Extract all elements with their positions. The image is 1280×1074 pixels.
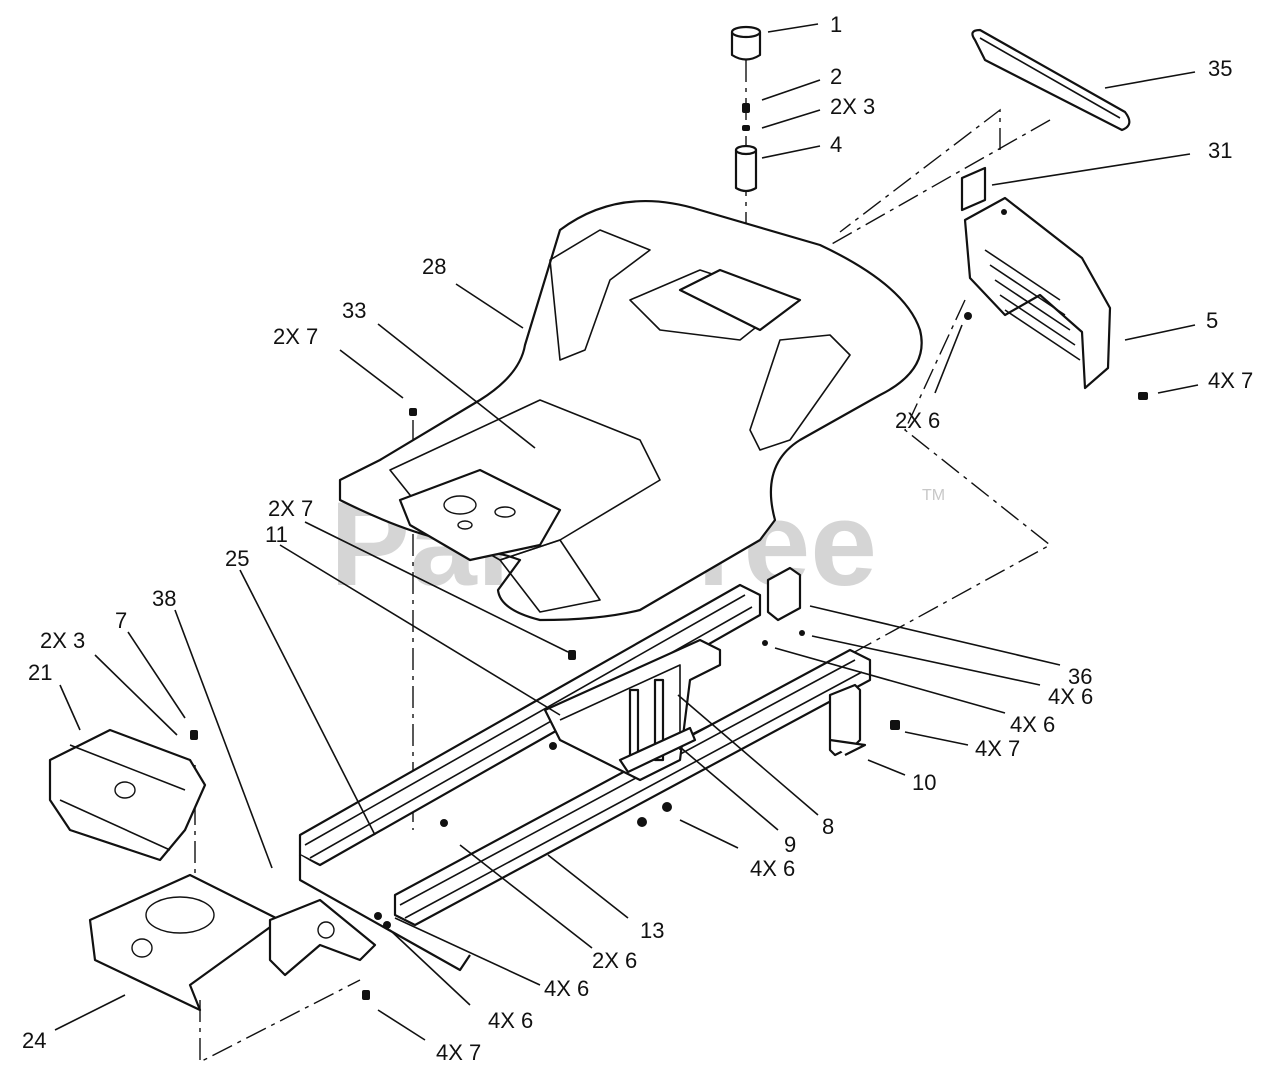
- part-10-rear-bracket: [828, 683, 867, 757]
- callout-6: 4X 6: [488, 1008, 533, 1033]
- callout-2: 2: [830, 64, 842, 89]
- part-36-bracket: [762, 566, 805, 646]
- callout-7: 4X 7: [1208, 368, 1253, 393]
- part-13-right-frame-rail: [393, 648, 872, 927]
- callout-3: 2X 3: [40, 628, 85, 653]
- callout-10: 10: [912, 770, 936, 795]
- callout-7: 2X 7: [268, 496, 313, 521]
- callout-33: 33: [342, 298, 366, 323]
- part-38-bracket: [268, 898, 377, 977]
- callout-9: 9: [784, 832, 796, 857]
- callout-3: 2X 3: [830, 94, 875, 119]
- callout-28: 28: [422, 254, 446, 279]
- callout-7: 7: [115, 608, 127, 633]
- callout-31: 31: [1208, 138, 1232, 163]
- callout-6: 2X 6: [592, 948, 637, 973]
- part-33-seat-plate: [398, 468, 562, 562]
- callout-4: 4: [830, 132, 842, 157]
- part-35-decal: [971, 28, 1131, 132]
- part-4-spacer: [734, 144, 758, 193]
- part-31-label: [960, 166, 987, 212]
- part-2-bolt: [742, 103, 750, 131]
- nuts-6: [374, 742, 672, 929]
- callout-24: 24: [22, 1028, 46, 1053]
- callout-25: 25: [225, 546, 249, 571]
- callout-6: 4X 6: [1048, 684, 1093, 709]
- callout-6: 4X 6: [1010, 712, 1055, 737]
- callout-7: 4X 7: [975, 736, 1020, 761]
- callout-35: 35: [1208, 56, 1232, 81]
- callout-38: 38: [152, 586, 176, 611]
- watermark-trademark: TM: [922, 487, 945, 504]
- part-9-bracket: [618, 726, 697, 774]
- callout-8: 8: [822, 814, 834, 839]
- callout-6: 4X 6: [750, 856, 795, 881]
- part-24-front-plate: [88, 873, 282, 1012]
- callout-21: 21: [28, 660, 52, 685]
- callout-36: 36: [1068, 664, 1092, 689]
- callout-5: 5: [1206, 308, 1218, 333]
- callout-7: 4X 7: [436, 1040, 481, 1065]
- callout-13: 13: [640, 918, 664, 943]
- callout-1: 1: [830, 12, 842, 37]
- callout-labels: 1 2 2X 3 4 35 31 5 4X 7 2X 6 28 33 2X 7 …: [22, 12, 1253, 1065]
- part-5-rear-shield: [963, 196, 1148, 400]
- callout-11: 11: [265, 522, 288, 547]
- part-1-cap: [730, 25, 762, 61]
- callout-6: 2X 6: [895, 408, 940, 433]
- part-21-front-cover: [48, 728, 207, 862]
- bolts-7: [190, 408, 900, 1000]
- leader-lines: [54, 23, 1199, 1041]
- callout-7: 2X 7: [273, 324, 318, 349]
- callout-6: 4X 6: [544, 976, 589, 1001]
